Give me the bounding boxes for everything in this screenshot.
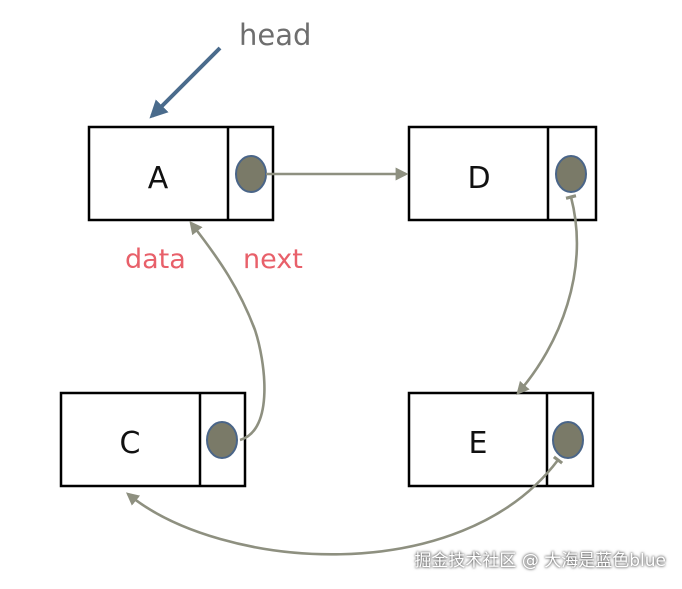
link-d-to-e [516, 194, 579, 395]
head-label: head [239, 18, 311, 52]
link-c-to-a [189, 220, 266, 442]
node-e-label: E [469, 426, 488, 461]
node-d: D [407, 125, 598, 222]
node-e: E [407, 391, 595, 488]
node-d-next-pointer [555, 155, 587, 193]
node-c: C [59, 391, 247, 488]
data-field-label: data [125, 244, 186, 275]
node-a-label: A [148, 161, 169, 196]
node-d-label: D [467, 161, 490, 196]
node-a: A [87, 125, 275, 222]
link-e-to-c [125, 455, 564, 556]
node-c-label: C [120, 426, 141, 461]
next-field-label: next [243, 244, 303, 275]
head-arrow [149, 46, 222, 119]
node-c-next-pointer [206, 421, 238, 459]
watermark: 掘金技术社区 @ 大海是蓝色blue [414, 551, 666, 571]
node-e-next-pointer [552, 421, 584, 459]
node-a-next-pointer [235, 155, 267, 193]
